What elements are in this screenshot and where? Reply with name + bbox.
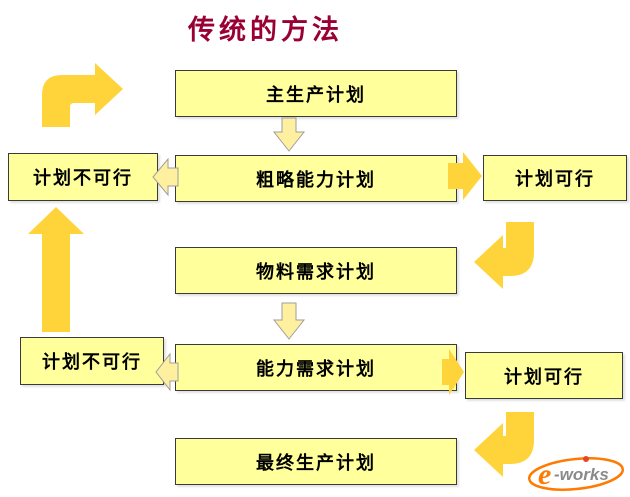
arrow-feasible-to-mrp-curve [474,222,534,289]
arrow-infeasible-up-feedback [28,207,84,332]
arrow-feasible-to-final-curve [474,412,534,477]
box-plan-feasible-2: 计划可行 [465,352,623,399]
box-capacity-requirements-plan: 能力需求计划 [175,344,457,391]
logo-text-e: e [538,458,551,491]
box-plan-infeasible-1: 计划不可行 [8,153,158,201]
box-label: 主生产计划 [266,84,366,105]
logo-ellipse [527,457,625,491]
box-plan-feasible-1: 计划可行 [483,155,627,201]
diagram-title: 传统的方法 [188,15,343,45]
logo-dot [583,456,589,462]
arrow-down-mrp-to-crp [272,302,306,340]
box-material-requirements-plan: 物料需求计划 [175,247,457,294]
box-final-production-plan: 最终生产计划 [175,438,457,485]
box-label: 计划不可行 [33,168,133,188]
box-label: 计划可行 [515,169,595,189]
arrow-down-mps-to-rccp [272,117,306,152]
box-label: 计划不可行 [42,352,142,372]
logo-text-works: -works [554,465,609,484]
arrow-feedback-to-mps [42,63,123,127]
box-master-production-plan: 主生产计划 [175,70,457,117]
box-rough-capacity-plan: 粗略能力计划 [175,155,457,202]
box-label: 计划可行 [504,366,584,387]
eworks-logo: e -works [527,456,625,491]
box-plan-infeasible-2: 计划不可行 [20,337,164,385]
box-label: 物料需求计划 [256,261,376,282]
box-label: 最终生产计划 [256,452,376,473]
box-label: 粗略能力计划 [256,169,376,190]
box-label: 能力需求计划 [256,358,376,379]
